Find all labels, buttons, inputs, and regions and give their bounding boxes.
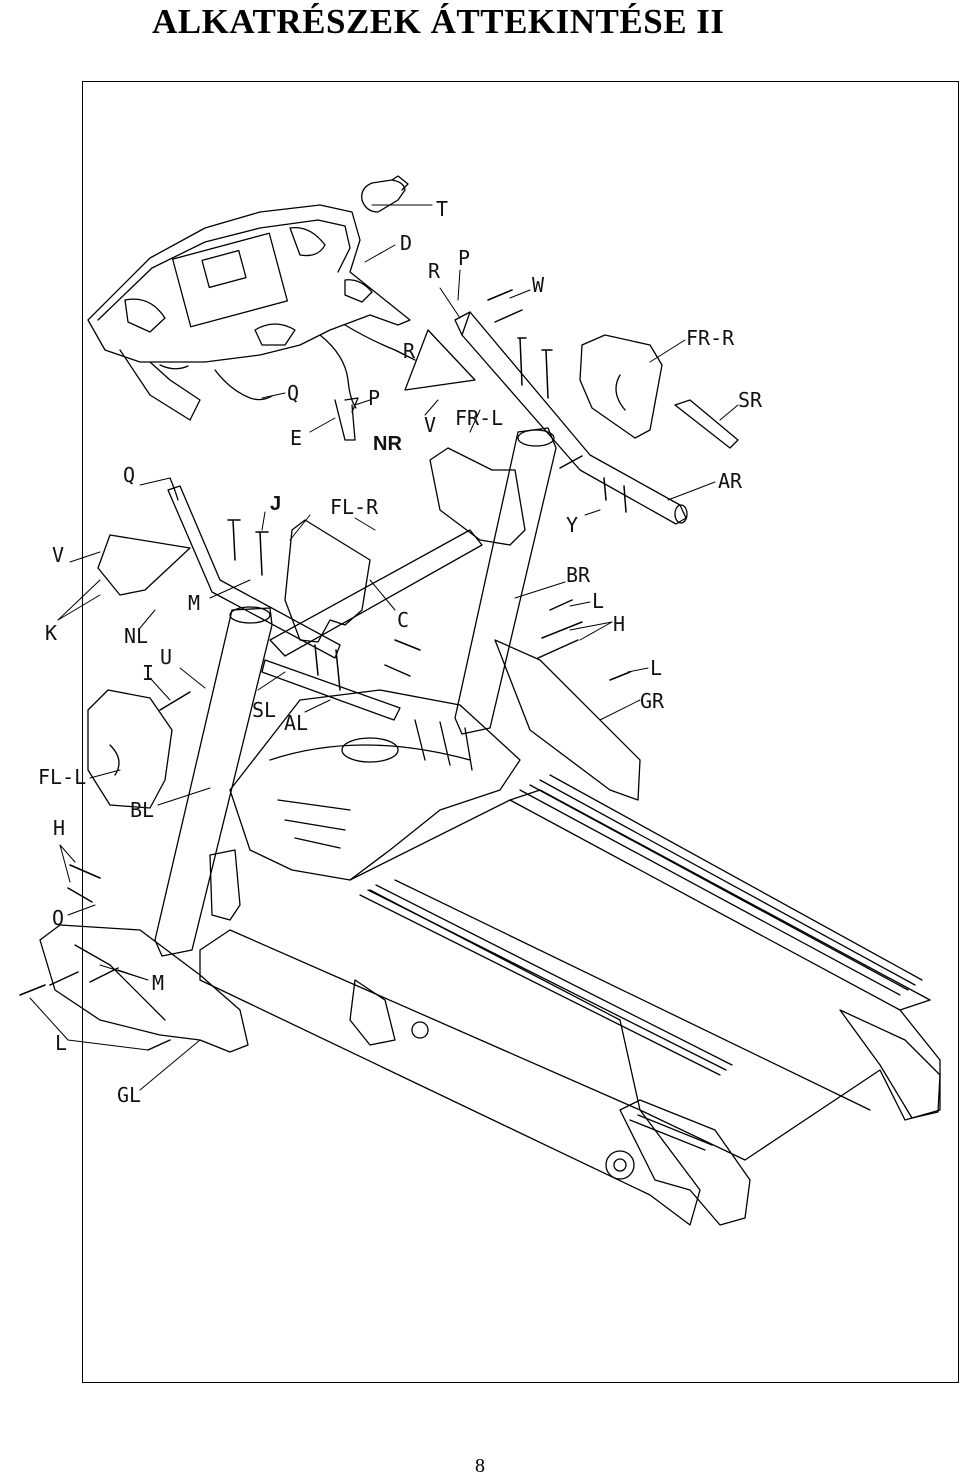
upright-mount-plate bbox=[429, 447, 526, 546]
label-SR: SR bbox=[738, 388, 763, 412]
label-AL: AL bbox=[284, 711, 308, 735]
left-upright-top bbox=[229, 606, 271, 624]
left-front-panel bbox=[284, 519, 371, 643]
right-handle-tube bbox=[454, 311, 688, 525]
label-FR-R: FR-R bbox=[686, 326, 735, 350]
console-cable bbox=[319, 334, 357, 409]
left-rail-guard-inner bbox=[74, 944, 166, 1021]
bottle-part bbox=[361, 175, 409, 213]
label-E: E bbox=[290, 426, 302, 450]
label-C: C bbox=[397, 608, 409, 632]
label-H-left: H bbox=[53, 816, 65, 840]
label-GL: GL bbox=[117, 1083, 141, 1107]
left-front-cover bbox=[87, 689, 173, 809]
label-L-right1: L bbox=[592, 589, 604, 613]
diagram-frame bbox=[82, 81, 959, 1383]
page-title: ALKATRÉSZEK ÁTTEKINTÉSE II bbox=[152, 2, 725, 41]
label-I: I bbox=[142, 661, 154, 685]
clip-part bbox=[334, 397, 359, 441]
label-W: W bbox=[532, 273, 545, 297]
label-FL-R: FL-R bbox=[330, 495, 379, 519]
label-P-top: P bbox=[458, 246, 470, 270]
label-GR: GR bbox=[640, 689, 665, 713]
label-Q-left: Q bbox=[123, 463, 135, 487]
right-upright-top bbox=[517, 429, 555, 447]
label-D: D bbox=[400, 231, 412, 255]
label-Y: Y bbox=[566, 513, 578, 537]
left-upright bbox=[154, 607, 273, 957]
left-front-cover-inner bbox=[109, 744, 120, 776]
right-rail-guard bbox=[494, 639, 641, 801]
label-BL: BL bbox=[130, 798, 154, 822]
left-handle-tube bbox=[167, 485, 341, 659]
crossbar bbox=[269, 529, 483, 657]
label-P-mid: P bbox=[368, 386, 380, 410]
foot-plate bbox=[209, 849, 241, 921]
label-M-left: M bbox=[188, 591, 200, 615]
console-cable bbox=[169, 477, 179, 501]
left-bracket bbox=[97, 534, 191, 596]
console-cable bbox=[214, 369, 273, 401]
label-J: J bbox=[270, 493, 281, 515]
label-O: O bbox=[52, 906, 64, 930]
lower-crossbar bbox=[261, 659, 401, 721]
bolt-group-upper bbox=[487, 289, 627, 513]
label-M-bottom: M bbox=[152, 971, 164, 995]
label-K: K bbox=[45, 621, 57, 645]
label-R-top: R bbox=[428, 259, 441, 283]
callout-leader-lines bbox=[29, 204, 739, 1091]
label-FR-L: FR-L bbox=[455, 406, 503, 430]
label-V-left: V bbox=[52, 543, 64, 567]
left-rail-guard bbox=[39, 924, 249, 1053]
label-L-bottom: L bbox=[55, 1031, 67, 1055]
label-SL: SL bbox=[252, 698, 276, 722]
label-NL: NL bbox=[124, 624, 148, 648]
label-R-mid: R bbox=[403, 339, 416, 363]
bolt-group-left bbox=[19, 519, 631, 1051]
label-V-top: V bbox=[424, 413, 436, 437]
right-upright bbox=[454, 427, 557, 735]
right-front-cover-inner bbox=[615, 374, 626, 411]
page-number: 8 bbox=[475, 1455, 485, 1477]
label-U: U bbox=[160, 645, 172, 669]
label-L-right2: L bbox=[650, 656, 662, 680]
label-NR: NR bbox=[373, 433, 402, 455]
label-T: T bbox=[436, 197, 448, 221]
label-H-right: H bbox=[613, 612, 625, 636]
motor-hood bbox=[229, 689, 521, 881]
label-FL-L: FL-L bbox=[38, 765, 86, 789]
console-assembly bbox=[87, 204, 411, 421]
label-Q-top: Q bbox=[287, 381, 299, 405]
label-AR: AR bbox=[718, 469, 743, 493]
right-front-cover bbox=[579, 334, 663, 439]
sensor-part bbox=[674, 399, 739, 449]
label-BR: BR bbox=[566, 563, 591, 587]
treadmill-deck bbox=[199, 774, 941, 1226]
right-bracket bbox=[404, 329, 476, 391]
